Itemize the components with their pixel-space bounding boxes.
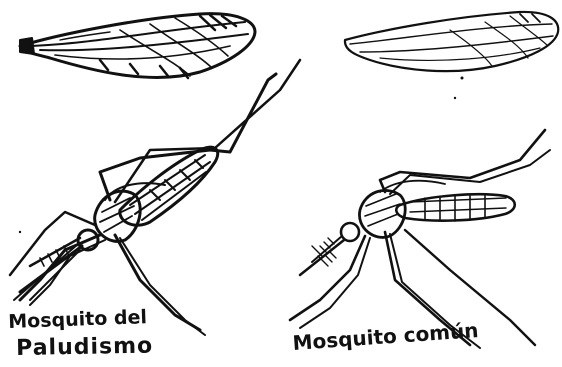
malaria-mosquito-wing [20,14,255,78]
malaria-mosquito [10,60,300,335]
caption-malaria-mosquito-line2: Paludismo [16,336,153,360]
common-mosquito-wing [345,12,558,71]
common-mosquito [290,130,550,348]
caption-malaria-mosquito-line1: Mosquito del [8,308,147,332]
